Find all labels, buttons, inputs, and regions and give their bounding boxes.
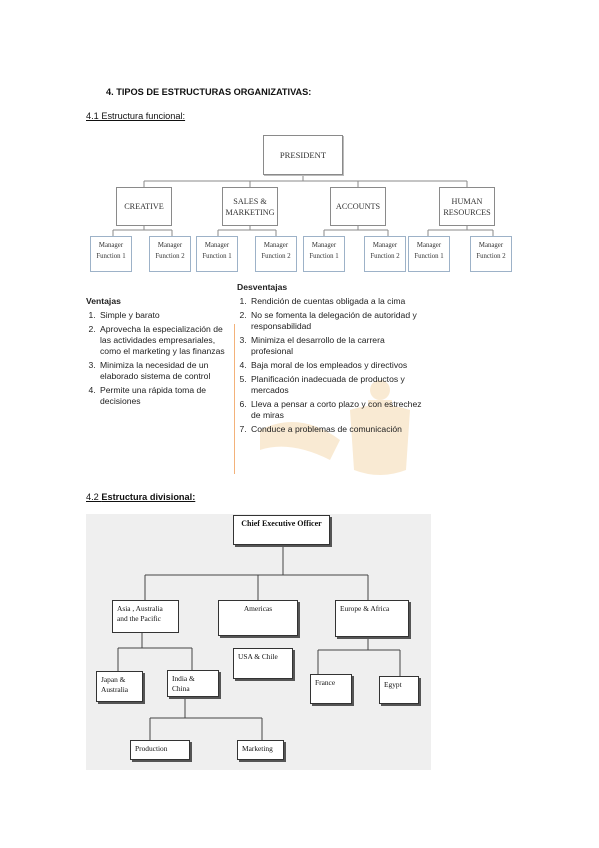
desventaja-item: Minimiza el desarrollo de la carrera pro… xyxy=(249,335,427,357)
desventajas-title: Desventajas xyxy=(237,282,288,292)
unit-france: France xyxy=(310,674,352,704)
subheading-divisional: 4.2 Estructura divisional: xyxy=(86,492,196,502)
desventaja-item: Baja moral de los empleados y directivos xyxy=(249,360,427,371)
desventajas-list: Desventajas Rendición de cuentas obligad… xyxy=(237,282,427,438)
decorative-rule xyxy=(234,324,235,474)
unit-egypt: Egypt xyxy=(379,676,419,704)
dept-accounts: ACCOUNTS xyxy=(330,187,386,226)
dept-human-resources: HUMAN RESOURCES xyxy=(439,187,495,226)
desventaja-item: Planificación inadecuada de productos y … xyxy=(249,374,427,396)
desventaja-item: No se fomenta la delegación de autoridad… xyxy=(249,310,427,332)
unit-usa-chile: USA & Chile xyxy=(233,648,293,679)
functional-chart-lines xyxy=(112,175,494,236)
unit-india-china: India & China xyxy=(167,670,219,697)
desventaja-item: Lleva a pensar a corto plazo y con estre… xyxy=(249,399,427,421)
president-box: PRESIDENT xyxy=(263,135,343,175)
unit-japan-australia: Japan & Australia xyxy=(96,671,143,702)
ceo-box: Chief Executive Officer xyxy=(233,515,330,545)
dept-creative: CREATIVE xyxy=(116,187,172,226)
division-americas: Americas xyxy=(218,600,298,636)
desventaja-item: Conduce a problemas de comunicación xyxy=(249,424,427,435)
ventajas-title: Ventajas xyxy=(86,296,121,306)
section-heading: 4. TIPOS DE ESTRUCTURAS ORGANIZATIVAS: xyxy=(106,87,312,97)
ventaja-item: Simple y barato xyxy=(98,310,226,321)
division-asia-pacific: Asia , Australia and the Pacific xyxy=(112,600,179,633)
dept-sales-marketing: SALES & MARKETING xyxy=(222,187,278,226)
ventajas-list: Ventajas Simple y barato Aprovecha la es… xyxy=(86,296,226,410)
unit-marketing: Marketing xyxy=(237,740,284,760)
unit-production: Production xyxy=(130,740,190,760)
seal-watermark-icon xyxy=(260,380,410,475)
subheading-funcional: 4.1 Estructura funcional: xyxy=(86,111,186,121)
division-europe-africa: Europe & Africa xyxy=(335,600,409,637)
ventaja-item: Minimiza la necesidad de un elaborado si… xyxy=(98,360,226,382)
divisional-chart-background xyxy=(86,514,431,770)
ventaja-item: Aprovecha la especialización de las acti… xyxy=(98,324,226,357)
ventaja-item: Permite una rápida toma de decisiones xyxy=(98,385,226,407)
desventaja-item: Rendición de cuentas obligada a la cima xyxy=(249,296,427,307)
